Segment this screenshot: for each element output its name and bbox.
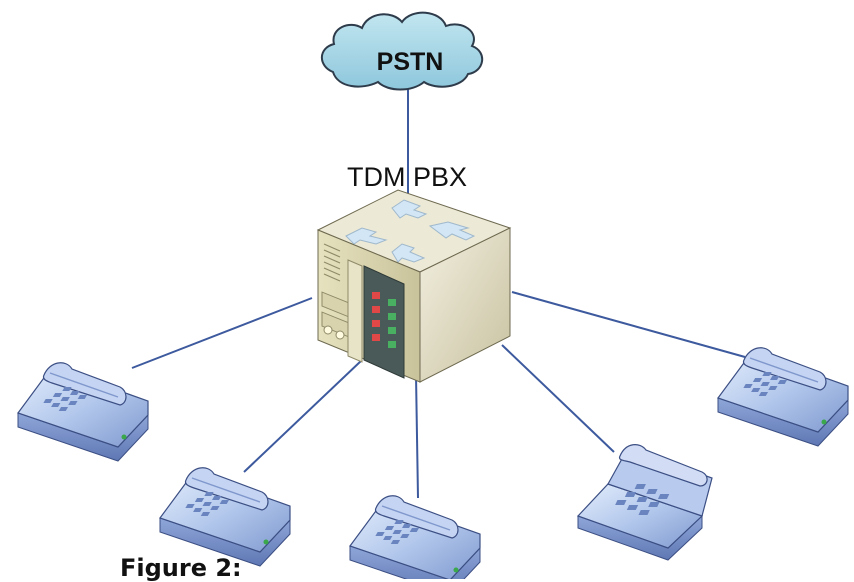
link-pbx-phone-lower-left (243, 359, 363, 473)
telephone-icon (17, 362, 149, 462)
desk-phone-icon (577, 443, 713, 561)
phone-right (717, 347, 849, 447)
phone-lower-left (159, 467, 291, 567)
telephone-icon (349, 495, 481, 579)
figure-caption: Figure 2: (120, 554, 242, 582)
pbx-label: TDM PBX (347, 162, 467, 192)
link-pbx-phone-lower-right (501, 344, 615, 453)
status-leds (372, 292, 396, 348)
phone-bottom (349, 495, 481, 579)
phone-left (17, 362, 149, 462)
cloud-icon (320, 11, 483, 91)
cloud-label: PSTN (377, 48, 444, 76)
pstn-cloud: PSTN (320, 11, 483, 91)
telephone-icon (159, 467, 291, 567)
link-pbx-phone-bottom (415, 374, 419, 499)
link-pbx-phone-right (511, 291, 746, 358)
switch-arrows-icon (345, 199, 476, 263)
telephone-icon (717, 347, 849, 447)
phone-lower-right (577, 443, 713, 561)
link-pbx-phone-left (131, 297, 313, 369)
connection-links (131, 88, 746, 499)
pbx-switch (316, 189, 512, 383)
